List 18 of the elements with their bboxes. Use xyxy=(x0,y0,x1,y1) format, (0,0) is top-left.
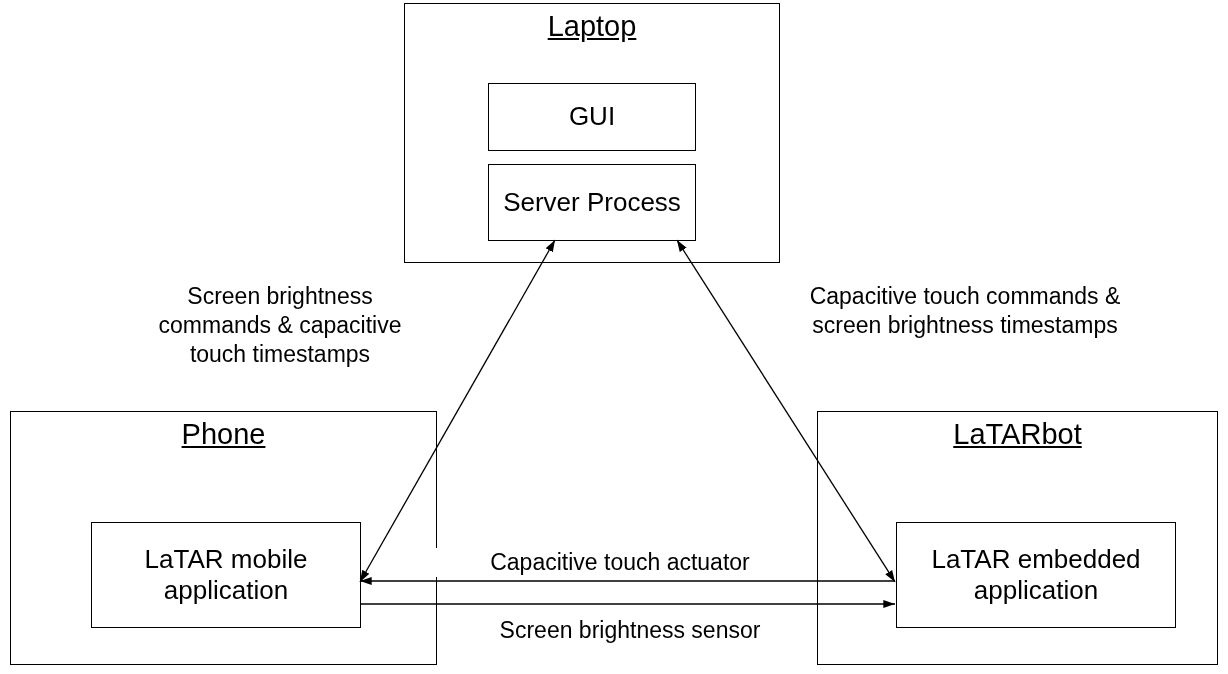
component-label: LaTAR embedded application xyxy=(930,543,1142,607)
device-title: Phone xyxy=(180,418,267,451)
component-box xyxy=(91,522,361,628)
device-title: LaTARbot xyxy=(952,418,1083,451)
device-title: Laptop xyxy=(546,10,638,43)
arrow xyxy=(359,599,896,609)
arrow xyxy=(676,239,896,583)
component-box xyxy=(488,83,696,151)
component-label: Server Process xyxy=(503,186,681,219)
arrow xyxy=(359,576,896,586)
device-box xyxy=(10,411,437,665)
component-label: LaTAR mobile application xyxy=(143,543,309,607)
component-box xyxy=(896,522,1176,628)
component-box xyxy=(488,164,696,241)
device-box xyxy=(404,3,780,263)
device-box xyxy=(817,411,1218,665)
component-label: GUI xyxy=(568,101,616,133)
arrow xyxy=(359,239,556,583)
